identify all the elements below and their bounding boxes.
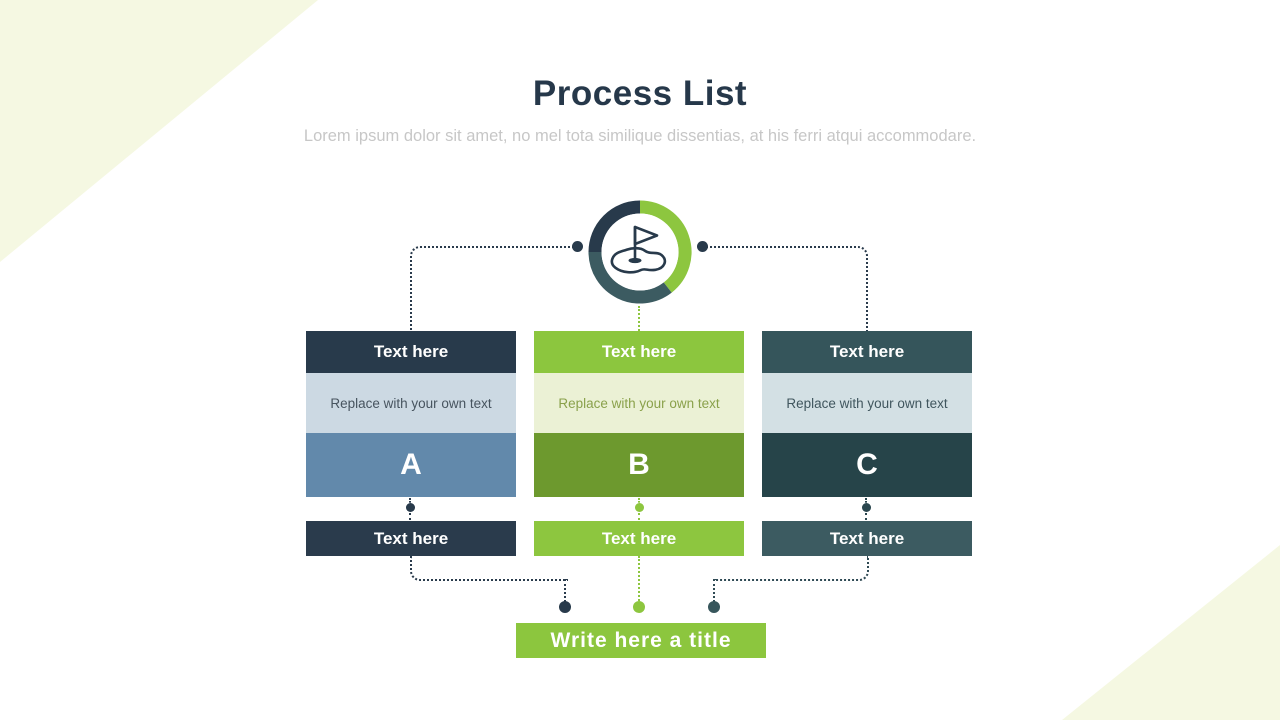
connector-bottom-middle — [638, 556, 640, 601]
process-ring — [588, 200, 692, 304]
link-dot-a — [406, 503, 415, 512]
column-a-header: Text here — [306, 331, 516, 373]
column-b-header: Text here — [534, 331, 744, 373]
corner-triangle-bottom-right — [1062, 545, 1280, 720]
link-dot-c — [862, 503, 871, 512]
banner-dot-middle — [633, 601, 645, 613]
link-stub-b-bottom — [638, 513, 640, 520]
link-stub-b-top — [638, 498, 640, 503]
ring-svg — [588, 200, 692, 304]
column-c-body: Replace with your own text — [762, 373, 972, 433]
page-subtitle: Lorem ipsum dolor sit amet, no mel tota … — [303, 127, 977, 145]
column-b-body: Replace with your own text — [534, 373, 744, 433]
ring-segment-navy — [588, 200, 641, 253]
column-c: Text here Replace with your own text C — [762, 331, 972, 497]
column-c-header: Text here — [762, 331, 972, 373]
link-stub-a-bottom — [409, 513, 411, 520]
page-title: Process List — [532, 74, 748, 113]
link-stub-c-top — [865, 498, 867, 503]
connector-bottom-right-tail — [713, 579, 715, 602]
column-a: Text here Replace with your own text A — [306, 331, 516, 497]
column-c-bottom-label: Text here — [762, 521, 972, 556]
column-c-letter: C — [762, 433, 972, 497]
link-stub-c-bottom — [865, 513, 867, 520]
connector-top-left — [410, 246, 574, 334]
column-a-letter: A — [306, 433, 516, 497]
banner-dot-right — [708, 601, 720, 613]
connector-bottom-left — [410, 556, 568, 581]
title-banner: Write here a title — [516, 623, 766, 658]
ring-segment-teal — [588, 251, 672, 304]
column-b-letter: B — [534, 433, 744, 497]
connector-bottom-left-tail — [564, 579, 566, 602]
column-b-bottom-label: Text here — [534, 521, 744, 556]
column-a-bottom-label: Text here — [306, 521, 516, 556]
connector-top-middle — [638, 306, 640, 331]
link-dot-b — [635, 503, 644, 512]
banner-dot-left — [559, 601, 571, 613]
column-a-body: Replace with your own text — [306, 373, 516, 433]
column-b: Text here Replace with your own text B — [534, 331, 744, 497]
connector-dot-right — [697, 241, 708, 252]
connector-dot-left — [572, 241, 583, 252]
connector-top-right — [706, 246, 868, 334]
link-stub-a-top — [409, 498, 411, 503]
ring-segment-green — [639, 200, 692, 293]
golf-flag-icon — [610, 225, 667, 274]
connector-bottom-right — [714, 556, 869, 581]
ring-inner-disc — [601, 213, 679, 291]
